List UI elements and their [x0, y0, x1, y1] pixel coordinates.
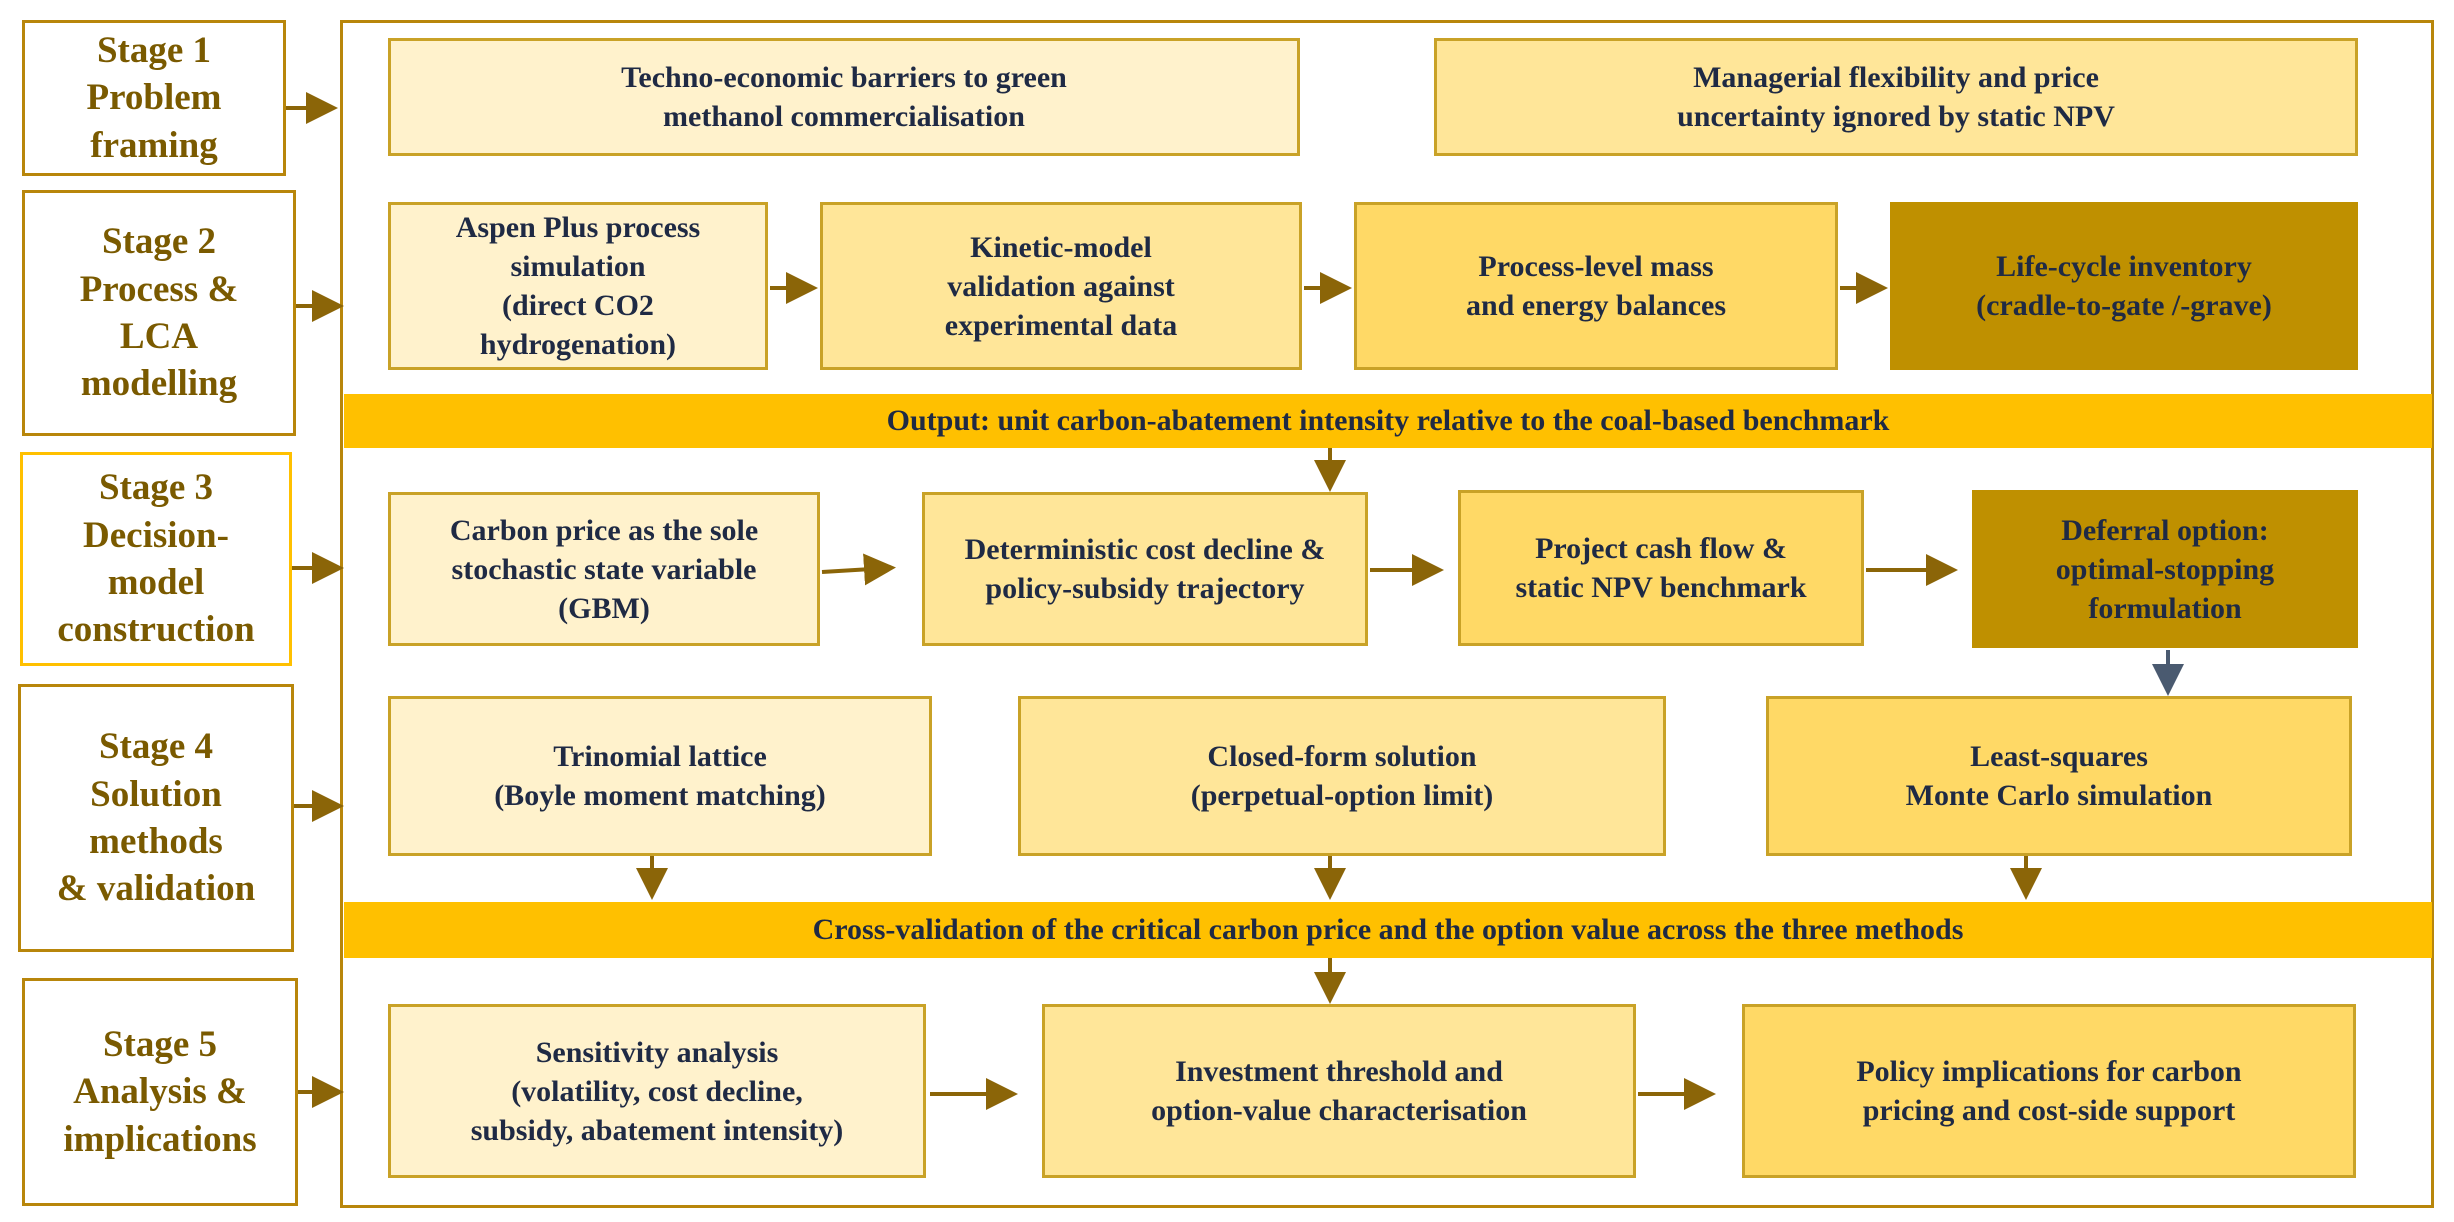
- stage1-flexibility-box: Managerial flexibility and price uncerta…: [1434, 38, 2358, 156]
- s3-arrow-1: [821, 553, 896, 586]
- stage5-threshold-box: Investment threshold and option-value ch…: [1042, 1004, 1636, 1178]
- stage-5-label: Stage 5 Analysis & implications: [22, 978, 298, 1206]
- stage-1-label: Stage 1 Problem framing: [22, 20, 286, 176]
- stage3-cost-decline-box: Deterministic cost decline & policy-subs…: [922, 492, 1368, 646]
- stage3-deferral-box: Deferral option: optimal-stopping formul…: [1972, 490, 2358, 648]
- stage2-kinetic-box: Kinetic-model validation against experim…: [820, 202, 1302, 370]
- stage4-trinomial-box: Trinomial lattice (Boyle moment matching…: [388, 696, 932, 856]
- stage5-sensitivity-box: Sensitivity analysis (volatility, cost d…: [388, 1004, 926, 1178]
- stage2-aspen-box: Aspen Plus process simulation (direct CO…: [388, 202, 768, 370]
- stage2-lci-box: Life-cycle inventory (cradle-to-gate /-g…: [1890, 202, 2358, 370]
- stage4-lsmc-box: Least-squares Monte Carlo simulation: [1766, 696, 2352, 856]
- stage-4-label: Stage 4 Solution methods & validation: [18, 684, 294, 952]
- cross-validation-banner: Cross-validation of the critical carbon …: [344, 902, 2432, 958]
- stage3-cashflow-box: Project cash flow & static NPV benchmark: [1458, 490, 1864, 646]
- stage-2-label: Stage 2 Process & LCA modelling: [22, 190, 296, 436]
- stage1-barriers-box: Techno-economic barriers to green methan…: [388, 38, 1300, 156]
- stage-3-label: Stage 3 Decision- model construction: [20, 452, 292, 666]
- stage5-policy-box: Policy implications for carbon pricing a…: [1742, 1004, 2356, 1178]
- stage4-closed-form-box: Closed-form solution (perpetual-option l…: [1018, 696, 1666, 856]
- output-banner: Output: unit carbon-abatement intensity …: [344, 394, 2432, 448]
- stage2-balances-box: Process-level mass and energy balances: [1354, 202, 1838, 370]
- stage3-carbon-price-box: Carbon price as the sole stochastic stat…: [388, 492, 820, 646]
